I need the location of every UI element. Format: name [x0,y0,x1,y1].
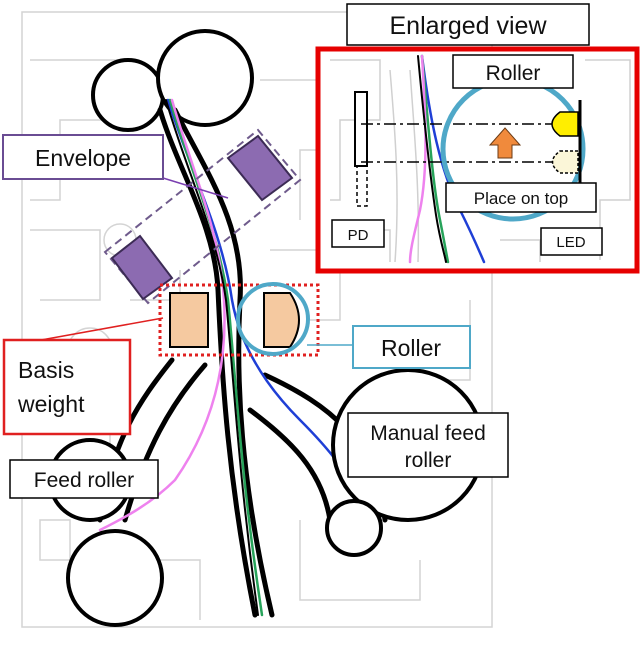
place-on-top-arrow [488,127,522,159]
inset-roller-label-box [452,54,574,89]
inset-green-path [420,54,450,264]
feed-roller-label-box [9,459,159,499]
inset-black-path [417,55,447,263]
roller-label-box [352,325,471,369]
top-roller-pair [91,29,254,132]
enlarged-view-title-box [346,3,590,46]
place-on-top-label-box [445,182,597,213]
basis-weight-sensor-right [263,292,300,348]
manual-feed-label-box [347,412,509,478]
enlarged-view-inset: Roller Place on top PD LED [315,46,640,274]
envelope-sensor-upper [226,134,294,202]
pd-sensor-solid [354,91,368,167]
pink-path [98,98,226,532]
led-on [551,111,579,137]
feed-roller-large [66,529,164,627]
roller-highlight-circle [236,282,310,356]
manual-feed-label-line2: roller [405,449,452,472]
enlarged-view-title-group: Enlarged view [346,3,590,46]
inset-roller-label: Roller [486,62,541,85]
pd-label-box [331,219,385,248]
place-on-top-label: Place on top [474,189,569,208]
basis-weight-sensor-left [169,292,209,348]
led-label-box [540,227,603,256]
roller-label: Roller [381,335,441,361]
basis-weight-label-line1: Basis [18,357,74,383]
enlarged-view-title: Enlarged view [389,12,547,40]
roller-label-group: Roller [307,325,471,369]
top-roller-right [156,29,254,127]
feed-roller-label-group: Feed roller [9,459,159,499]
pd-sensor-dashed [356,165,368,207]
basis-weight-label-box [2,338,132,436]
basis-weight-leader-line [29,317,164,343]
manual-feed-label-group: Manual feed roller [347,412,509,478]
basis-weight-dotted-frame [158,283,320,357]
inset-background-mechanism [330,59,631,263]
green-path [168,98,264,617]
manual-feed-roller-small [325,499,383,557]
envelope-leader-line [162,177,229,199]
top-roller-left [91,58,165,132]
envelope-group: Envelope [2,128,302,305]
envelope-sensor-lower [110,234,174,301]
led-label: LED [556,234,585,251]
envelope-dashed-outline [103,128,302,305]
black-path [165,99,259,616]
envelope-label-box [2,134,164,180]
feed-roller-label: Feed roller [34,469,134,492]
envelope-label: Envelope [35,145,131,171]
led-off [551,150,579,174]
pd-label: PD [348,227,369,244]
inset-pink-path [408,54,427,264]
manual-feed-label-line1: Manual feed [370,422,486,445]
basis-weight-label-line2: weight [17,391,85,417]
basis-weight-group: Basis weight [2,282,320,436]
